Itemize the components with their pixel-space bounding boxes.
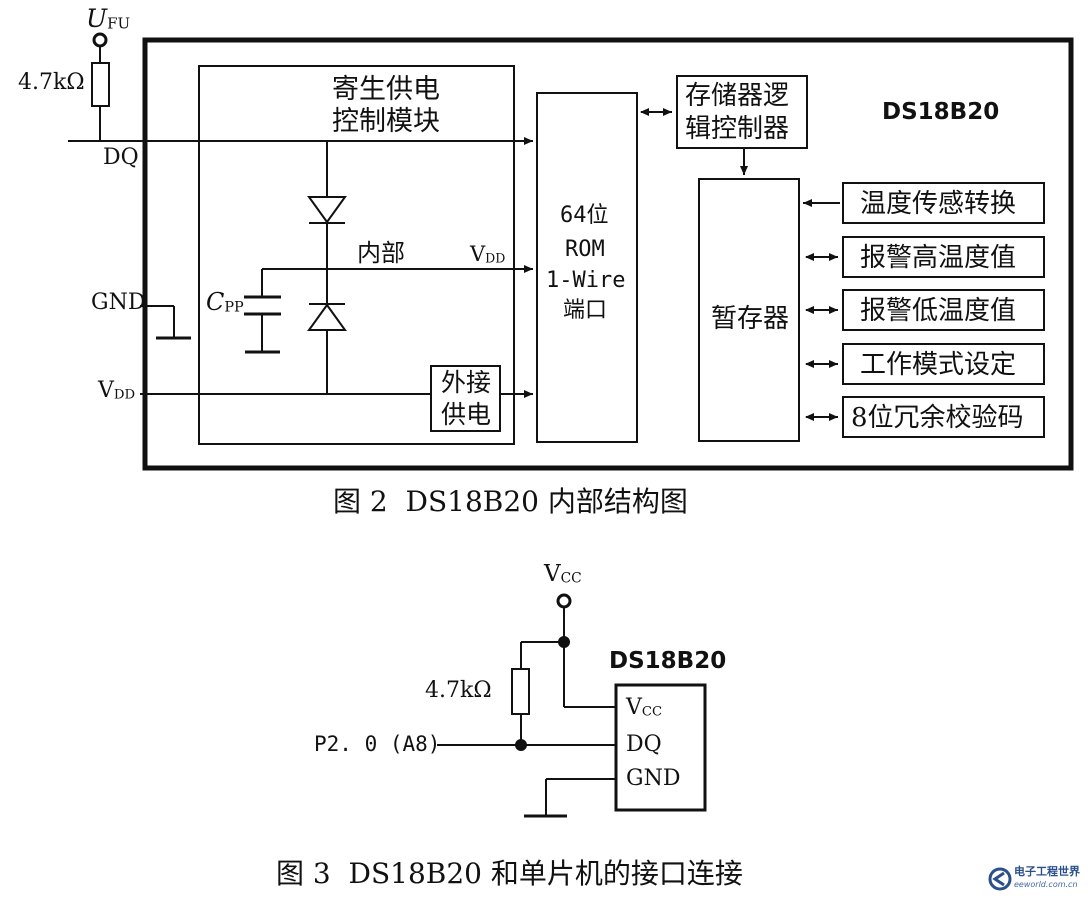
register-box-1 bbox=[842, 182, 1045, 224]
rom-1wire-block bbox=[536, 92, 638, 443]
register-label-5: 8位冗余校验码 bbox=[851, 403, 1024, 433]
fig3-resistor-label: 4.7kΩ bbox=[425, 678, 492, 703]
ufu-terminal bbox=[92, 32, 108, 48]
parasite-block-title-2: 控制模块 bbox=[332, 106, 440, 137]
pullup-resistor bbox=[91, 62, 110, 107]
fig2-caption: 图 2 DS18B20 内部结构图 bbox=[333, 485, 688, 518]
fig2-chip-name: DS18B20 bbox=[882, 99, 1000, 125]
internal-vdd-label: VDD bbox=[470, 242, 506, 266]
chip-gnd-pin: GND bbox=[626, 766, 681, 791]
ext-power-line1: 外接 bbox=[441, 368, 492, 397]
rom-line3: 1-Wire bbox=[546, 268, 626, 293]
rom-line2: ROM bbox=[565, 237, 605, 262]
external-power-block bbox=[430, 365, 501, 432]
ext-power-line2: 供电 bbox=[441, 400, 492, 429]
scratchpad-label: 暂存器 bbox=[711, 304, 790, 334]
scratchpad-block bbox=[698, 178, 800, 442]
register-label-3: 报警低温度值 bbox=[860, 296, 1017, 326]
dq-pin-label: DQ bbox=[103, 145, 139, 170]
parasite-power-block bbox=[198, 65, 515, 445]
vcc-terminal bbox=[556, 593, 572, 609]
fig3-chip-name: DS18B20 bbox=[609, 648, 727, 674]
mem-ctrl-line2: 辑控制器 bbox=[685, 114, 790, 144]
diode-lower bbox=[307, 303, 347, 331]
diode-upper bbox=[307, 196, 347, 224]
rom-line4: 端口 bbox=[563, 298, 608, 323]
register-label-1: 温度传感转换 bbox=[860, 189, 1017, 219]
parasite-block-title-1: 寄生供电 bbox=[332, 74, 440, 105]
register-label-4: 工作模式设定 bbox=[860, 350, 1017, 380]
register-label-2: 报警高温度值 bbox=[860, 243, 1017, 273]
vcc-label: VCC bbox=[544, 561, 582, 587]
fig3-resistor bbox=[511, 668, 530, 715]
rom-line1: 64位 bbox=[560, 203, 609, 228]
cpp-label: CPP bbox=[206, 288, 244, 316]
fig3-ds18b20-chip bbox=[614, 683, 707, 812]
eeworld-logo-icon bbox=[988, 867, 1012, 891]
register-box-2 bbox=[842, 236, 1045, 278]
dq-junction bbox=[515, 739, 527, 751]
memory-control-block bbox=[676, 75, 808, 149]
fig3-caption: 图 3 DS18B20 和单片机的接口连接 bbox=[276, 857, 743, 890]
register-box-3 bbox=[842, 289, 1045, 331]
register-box-5 bbox=[842, 396, 1045, 438]
port-label: P2. 0 (A8) bbox=[314, 732, 441, 756]
pullup-resistor-label: 4.7kΩ bbox=[18, 70, 85, 95]
ufu-label: UFU bbox=[86, 4, 131, 33]
watermark-site: eeworld.com.cn bbox=[1014, 880, 1078, 889]
vdd-pin-label: VDD bbox=[98, 378, 136, 403]
register-box-4 bbox=[842, 343, 1045, 385]
chip-vcc-pin: VCC bbox=[626, 695, 663, 720]
chip-dq-pin: DQ bbox=[626, 732, 662, 757]
watermark-name: 电子工程世界 bbox=[1014, 865, 1080, 878]
gnd-pin-label: GND bbox=[91, 290, 146, 315]
internal-label: 内部 bbox=[357, 239, 405, 267]
mem-ctrl-line1: 存储器逻 bbox=[685, 81, 790, 111]
eeworld-watermark-logo: 电子工程世界 eeworld.com.cn bbox=[988, 862, 1084, 896]
ds18b20-chip-outline bbox=[142, 37, 1074, 471]
